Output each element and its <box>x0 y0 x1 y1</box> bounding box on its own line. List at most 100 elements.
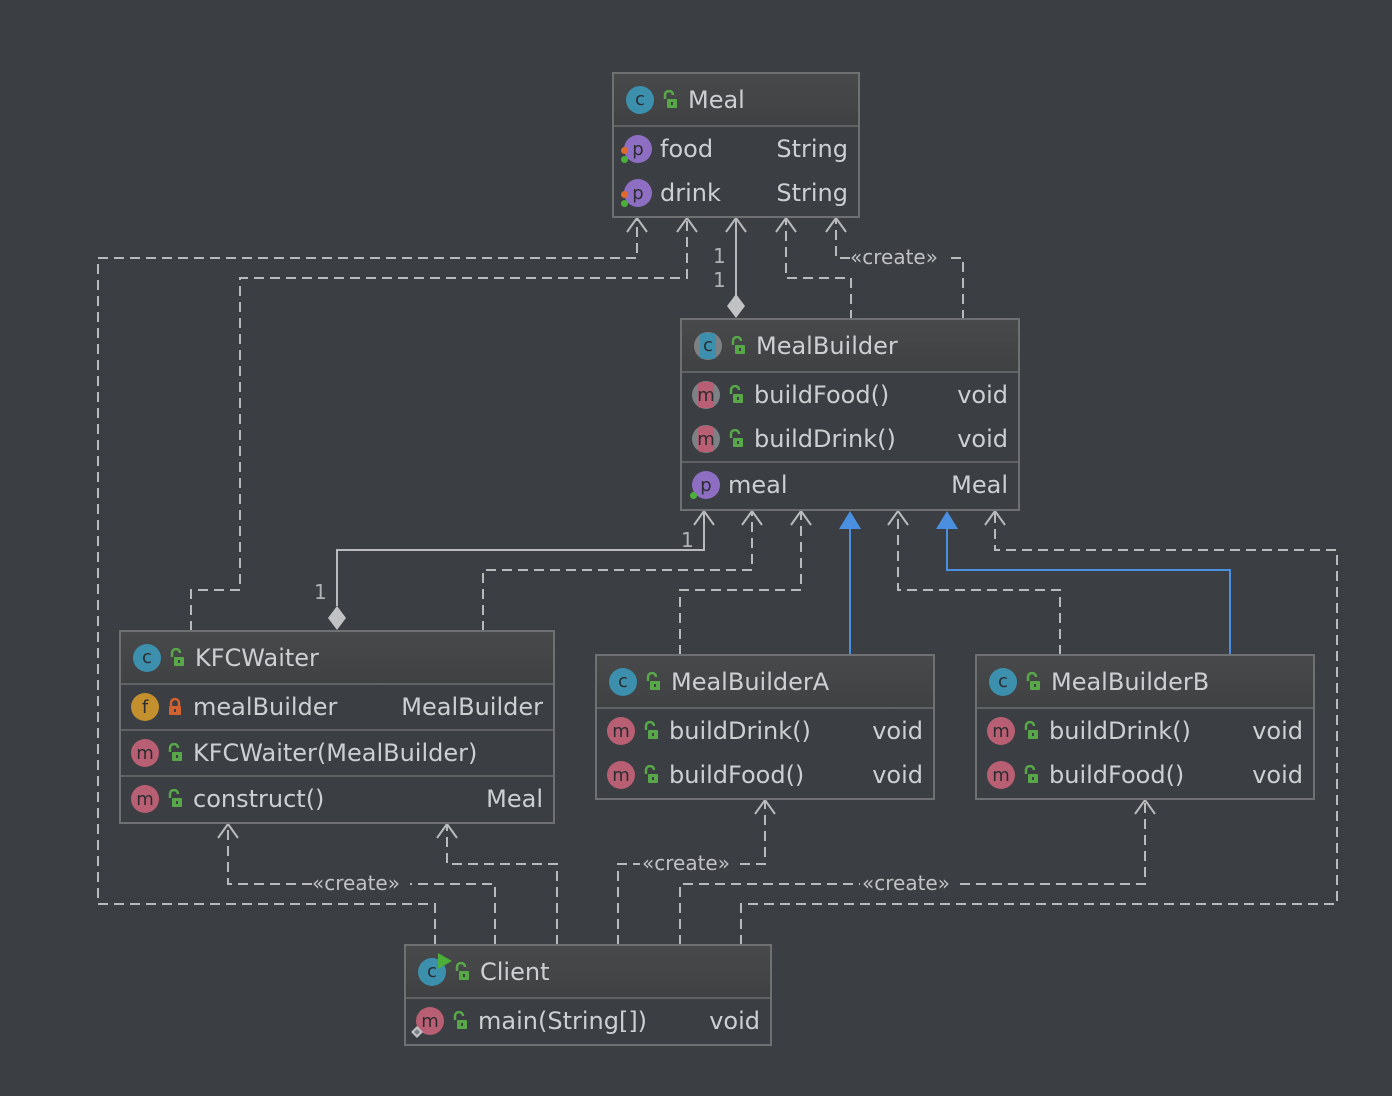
multiplicity-label: 1 <box>713 244 726 268</box>
method-type: void <box>709 1007 760 1035</box>
class-mealbuilder[interactable]: c MealBuilder m buildFood() void m build… <box>680 318 1020 511</box>
methods-section: m main(String[]) void <box>406 999 770 1043</box>
edge-composition-kfcwaiter-mealbuilder <box>336 512 705 606</box>
method-row[interactable]: m buildDrink() void <box>977 709 1313 753</box>
method-row[interactable]: m buildFood() void <box>597 753 933 797</box>
class-icon: c <box>609 667 637 696</box>
method-icon: m <box>987 761 1015 789</box>
class-meal[interactable]: c Meal p food String p drink String <box>612 72 860 218</box>
property-icon: p <box>690 471 720 499</box>
public-lock-icon <box>730 335 746 356</box>
property-row[interactable]: p meal Meal <box>682 463 1018 507</box>
public-lock-icon <box>728 429 744 449</box>
method-name: buildDrink() <box>669 717 811 745</box>
method-type: void <box>957 425 1008 453</box>
edge-kfcwaiter-meal <box>190 220 688 631</box>
class-header[interactable]: c KFCWaiter <box>121 632 553 685</box>
class-header[interactable]: c MealBuilderA <box>597 656 933 709</box>
methods-section: m buildDrink() void m buildFood() void <box>597 709 933 797</box>
method-row[interactable]: m buildDrink() void <box>597 709 933 753</box>
property-icon: p <box>621 135 652 163</box>
field-name: mealBuilder <box>193 693 338 721</box>
method-name: buildFood() <box>1049 761 1185 789</box>
method-row[interactable]: m buildDrink() void <box>682 417 1018 461</box>
composition-diamond <box>727 294 745 318</box>
private-lock-icon <box>167 697 183 717</box>
class-name: MealBuilderA <box>671 667 830 696</box>
edge-client-mealbuilderb-create <box>679 883 860 945</box>
edge-mealbuilder-meal-create <box>945 257 964 320</box>
class-mealbuilderb[interactable]: c MealBuilderB m buildDrink() void m bui… <box>975 654 1315 800</box>
runnable-class-icon: c <box>418 952 452 986</box>
edge-inherit-mealbuilderb <box>946 528 1231 655</box>
class-mealbuildera[interactable]: c MealBuilderA m buildDrink() void m bui… <box>595 654 935 800</box>
edge-client-mealbuildera-create <box>617 863 640 945</box>
class-name: Client <box>480 957 550 986</box>
edge-kfcwaiter-mealbuilder <box>482 512 753 631</box>
create-label: «create» <box>862 871 950 895</box>
edge-client-meal <box>97 220 638 945</box>
constructor-name: KFCWaiter(MealBuilder) <box>193 739 478 767</box>
class-name: MealBuilder <box>756 331 898 360</box>
create-label: «create» <box>312 871 400 895</box>
method-name: main(String[]) <box>478 1007 648 1035</box>
class-header[interactable]: c MealBuilder <box>682 320 1018 373</box>
property-row[interactable]: p drink String <box>614 171 858 215</box>
public-lock-icon <box>454 961 470 982</box>
public-lock-icon <box>643 765 659 785</box>
method-row[interactable]: m buildFood() void <box>682 373 1018 417</box>
edge-mealbuilder-meal <box>785 220 852 320</box>
property-name: food <box>660 135 714 163</box>
edge-mealbuildera-mealbuilder <box>679 512 802 655</box>
static-method-icon: m <box>411 1007 444 1038</box>
class-name: KFCWaiter <box>195 643 319 672</box>
class-name: Meal <box>688 85 745 114</box>
constructors-section: m KFCWaiter(MealBuilder) <box>121 731 553 777</box>
create-label: «create» <box>850 245 938 269</box>
public-lock-icon <box>169 647 185 668</box>
method-name: buildFood() <box>669 761 805 789</box>
method-type: void <box>872 761 923 789</box>
properties-section: p food String p drink String <box>614 127 858 215</box>
edge-client-kfcwaiter-create <box>410 883 496 945</box>
class-kfcwaiter[interactable]: c KFCWaiter f mealBuilder MealBuilder m … <box>119 630 555 824</box>
property-type: String <box>776 135 848 163</box>
class-header[interactable]: c Meal <box>614 74 858 127</box>
method-row[interactable]: m main(String[]) void <box>406 999 770 1043</box>
public-lock-icon <box>645 671 661 692</box>
method-type: void <box>957 381 1008 409</box>
method-type: void <box>872 717 923 745</box>
constructor-row[interactable]: m KFCWaiter(MealBuilder) <box>121 731 553 775</box>
method-type: void <box>1252 717 1303 745</box>
field-row[interactable]: f mealBuilder MealBuilder <box>121 685 553 729</box>
methods-section: m buildDrink() void m buildFood() void <box>977 709 1313 797</box>
properties-section: p meal Meal <box>682 463 1018 507</box>
property-name: meal <box>728 471 788 499</box>
public-lock-icon <box>643 721 659 741</box>
class-icon: c <box>626 85 654 114</box>
abstract-method-icon: m <box>692 425 720 453</box>
class-client[interactable]: c Client m main(String[]) void <box>404 944 772 1046</box>
class-header[interactable]: c MealBuilderB <box>977 656 1313 709</box>
multiplicity-label: 1 <box>681 528 694 552</box>
method-icon: m <box>607 761 635 789</box>
class-icon: c <box>133 643 161 672</box>
methods-section: m construct() Meal <box>121 777 553 821</box>
method-row[interactable]: m buildFood() void <box>977 753 1313 797</box>
fields-section: f mealBuilder MealBuilder <box>121 685 553 731</box>
edge-client-mealbuilder <box>740 512 1338 945</box>
class-header[interactable]: c Client <box>406 946 770 999</box>
class-name: MealBuilderB <box>1051 667 1210 696</box>
edge-mealbuilderb-mealbuilder <box>897 512 1061 655</box>
method-icon: m <box>131 785 159 813</box>
public-lock-icon <box>728 385 744 405</box>
property-icon: p <box>621 179 652 207</box>
public-lock-icon <box>1023 765 1039 785</box>
method-row[interactable]: m construct() Meal <box>121 777 553 821</box>
field-type: MealBuilder <box>401 693 543 721</box>
property-row[interactable]: p food String <box>614 127 858 171</box>
public-lock-icon <box>1023 721 1039 741</box>
inheritance-arrowhead <box>936 511 958 529</box>
method-name: buildDrink() <box>754 425 896 453</box>
